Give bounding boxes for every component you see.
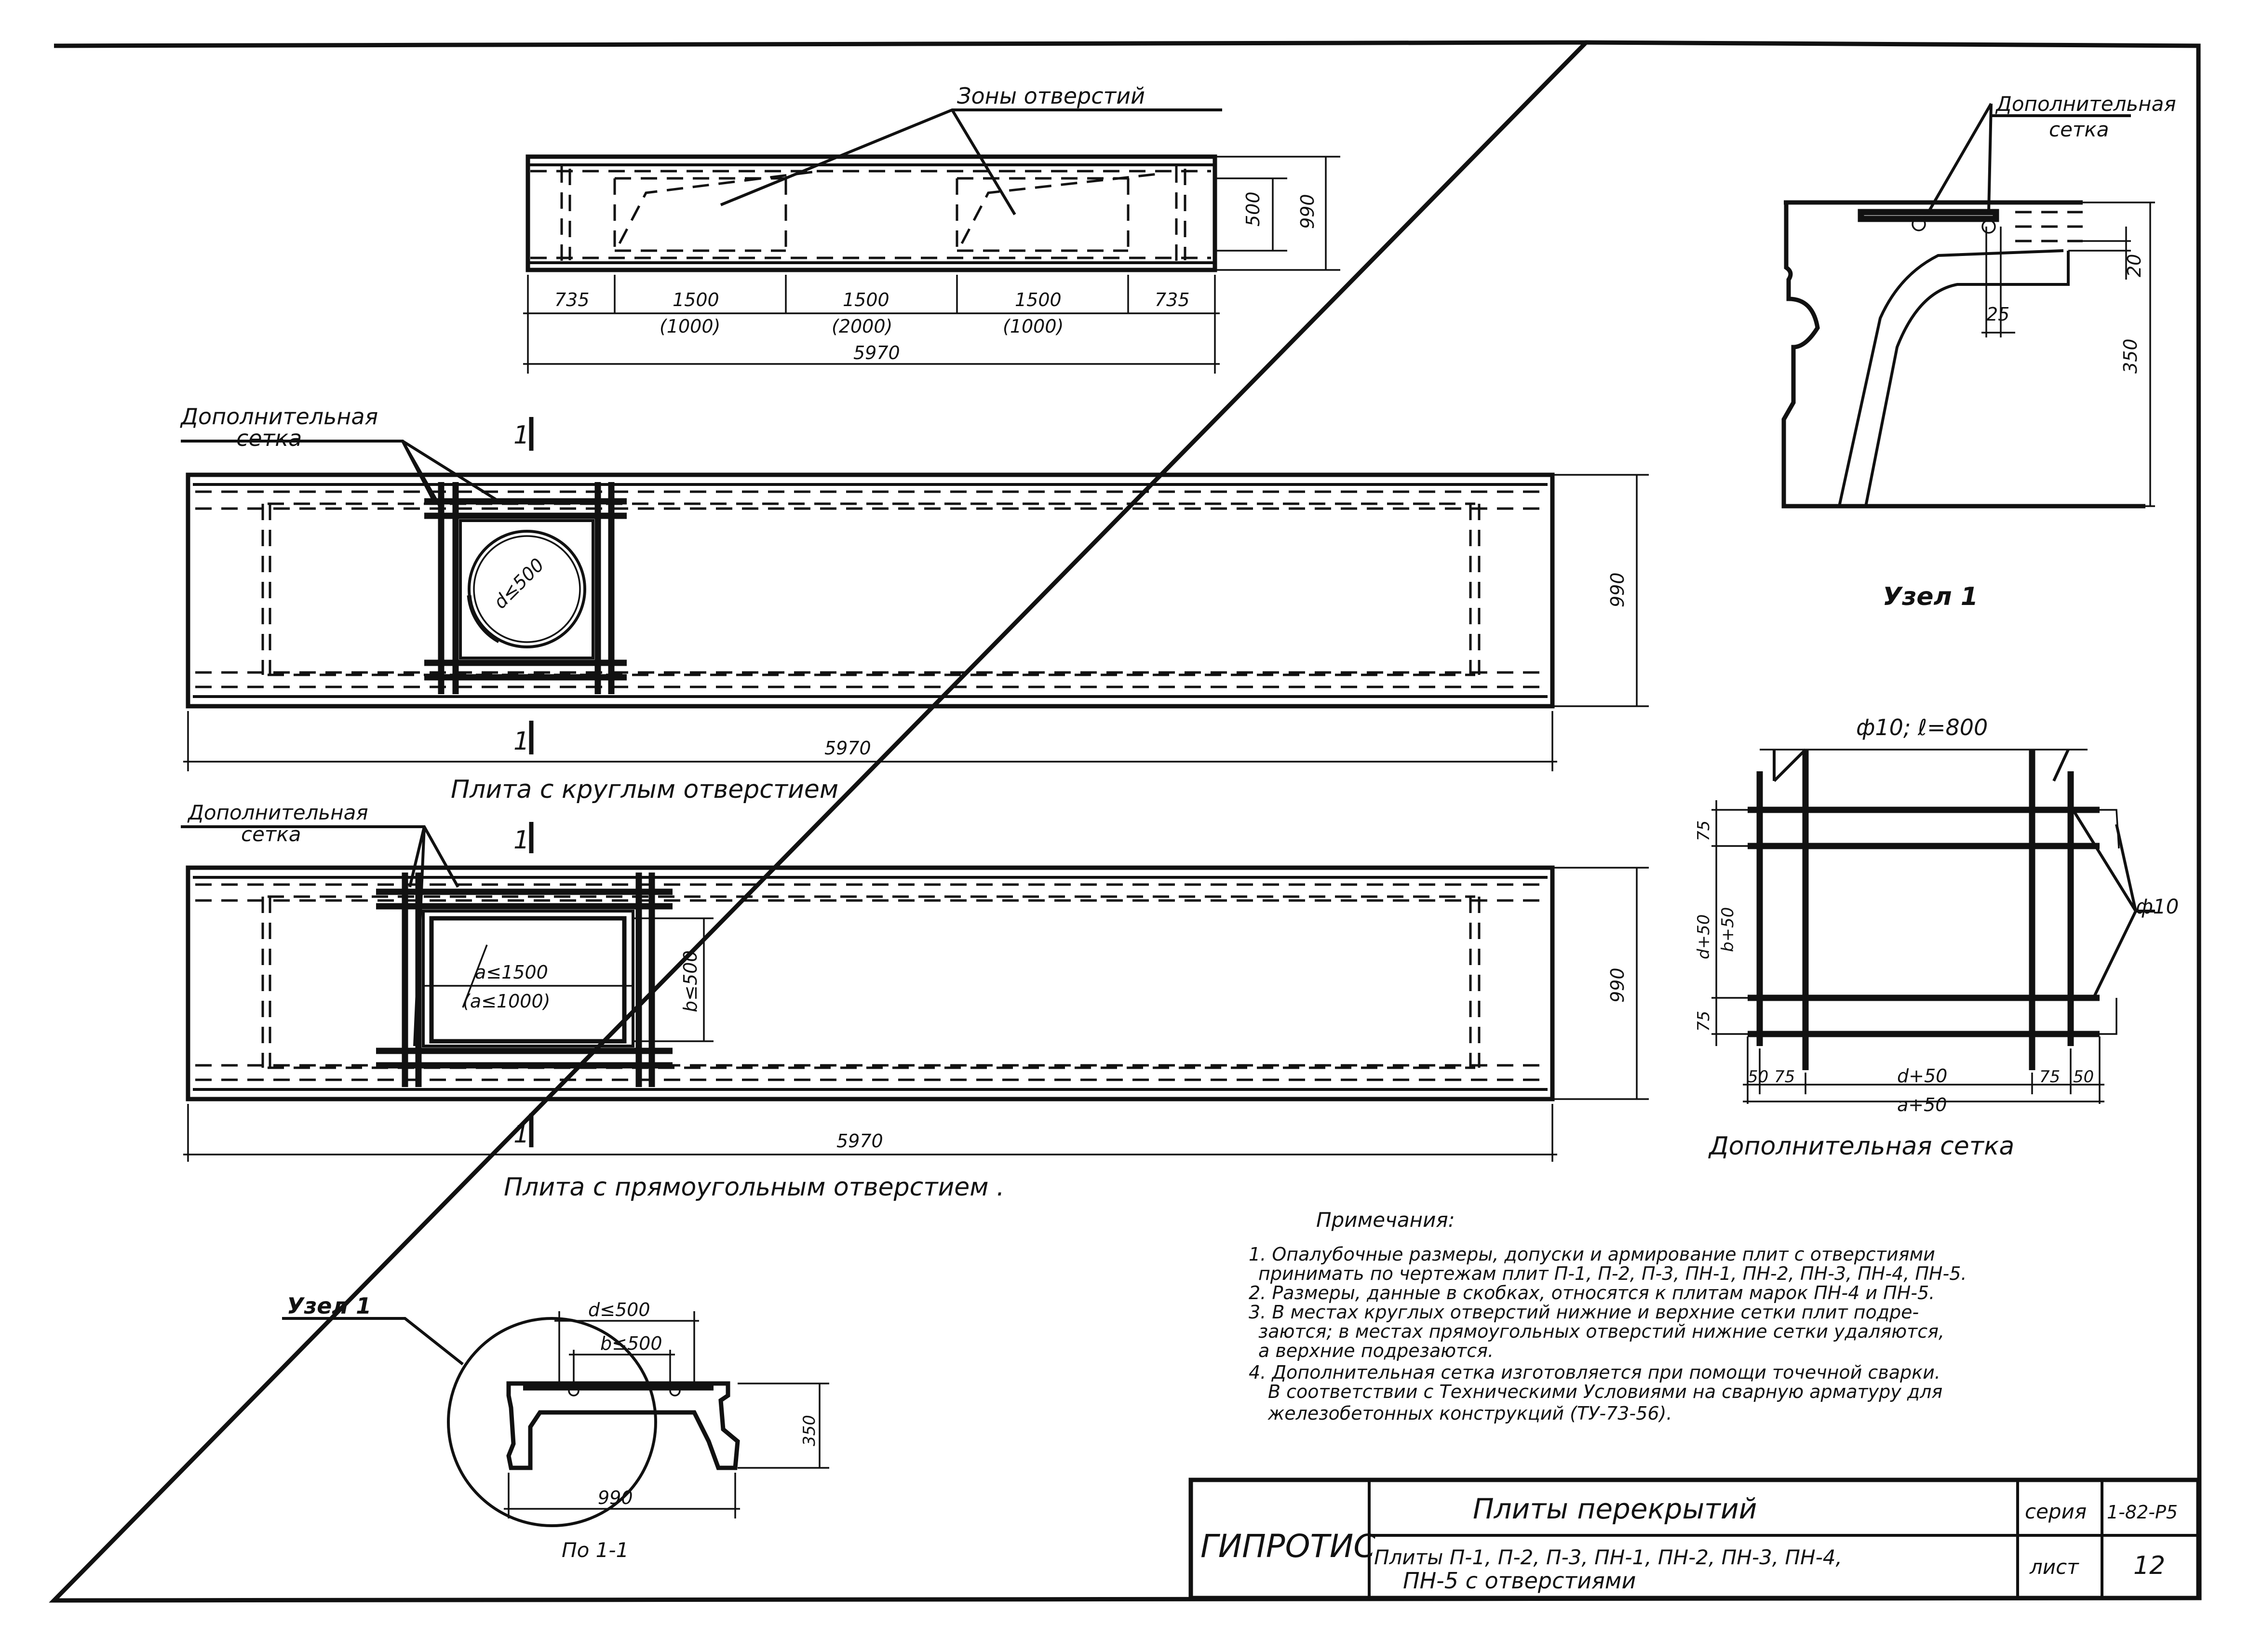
section-dim-990: 990 [598,1487,633,1508]
note-line-9: железобетонных конструкций (ТУ-73-56). [1267,1403,1672,1424]
mesh-dim-d50: d+50 [1694,914,1713,959]
top-dim-5970: 5970 [853,342,900,363]
mesh-dim-d50-bottom: d+50 [1897,1065,1947,1087]
title-sub-2: ПН-5 с отверстиями [1403,1568,1636,1594]
rect-a-alt-label: (a≤1000) [463,991,550,1012]
title-main: Плиты перекрытий [1473,1492,1757,1525]
note-line-2: принимать по чертежам плит П-1, П-2, П-3… [1258,1263,1967,1284]
note-line-3: 2. Размеры, данные в скобках, относятся … [1249,1282,1935,1303]
title-sub-1: Плиты П-1, П-2, П-3, ПН-1, ПН-2, ПН-3, П… [1374,1545,1842,1569]
section-title: По 1-1 [562,1538,629,1562]
rect-b-label: b≤500 [680,951,701,1013]
zones-label: Зоны отверстий [957,83,1145,109]
note-line-1: 1. Опалубочные размеры, допуски и армиро… [1249,1244,1935,1265]
notes-block: Примечания: 1. Опалубочные размеры, допу… [1249,1208,1967,1424]
title-block: ГИПРОТИС Плиты перекрытий Плиты П-1, П-2… [1188,1477,2201,1600]
top-dim-2000: (2000) [832,316,892,337]
mesh-dim-75-bottom: 75 [1694,1011,1713,1032]
mesh-dim-total: a+50 [1897,1094,1947,1115]
rect-a-label: a≤1500 [475,962,548,983]
plate-rect-hole: a≤1500 (a≤1000) b≤500 1 1 Дополнительная… [181,801,1649,1202]
round-plate-title: Плита с круглым отверстием [451,775,838,804]
top-dim-500: 500 [1242,191,1264,227]
series-value: 1-82-Р5 [2107,1502,2178,1523]
round-hole-label: d≤500 [489,554,548,613]
plate-round-outline [186,472,1555,709]
node-dim-25: 25 [1986,304,2009,325]
node-extra-mesh-2: сетка [2049,118,2109,141]
mesh-dim-50-left: 50 [1748,1067,1768,1087]
mesh-dim-75-top: 75 [1694,820,1713,841]
node-1-title: Узел 1 [1883,582,1978,611]
rect-plate-title: Плита с прямоугольным отверстием . [504,1173,1005,1202]
section-b-label: b≤500 [600,1333,662,1354]
extra-mesh-detail: ф10; ℓ=800 ф10 75 d+50 b+50 75 50 75 d+5… [1694,714,2179,1161]
note-line-8: В соответствии с Техническими Условиями … [1268,1381,1942,1402]
rect-section-mark-bottom: 1 [513,1120,529,1149]
note-line-4: 3. В местах круглых отверстий нижние и в… [1249,1302,1919,1323]
plate-round-hole: d≤500 1 1 Дополнительная сетка 990 5970 … [180,403,1649,804]
sheet-label: лист [2029,1555,2079,1579]
top-dim-1000-b: (1000) [1003,316,1064,337]
top-dim-1500-b: 1500 [843,289,889,310]
section-dim-350: 350 [800,1415,819,1446]
rect-section-mark-top: 1 [513,826,529,855]
round-dim-5970: 5970 [824,738,871,759]
round-section-mark-top: 1 [513,421,529,450]
node-dim-20: 20 [2124,254,2145,277]
top-dim-1000-a: (1000) [660,316,720,337]
sheet-value: 12 [2133,1551,2165,1580]
mesh-dim-75-left: 75 [1774,1067,1795,1087]
rect-dim-990: 990 [1607,967,1628,1003]
round-extra-mesh-label-2: сетка [236,425,302,451]
note-line-6: а верхние подрезаются. [1258,1340,1494,1361]
top-dim-735-right: 735 [1155,289,1190,310]
node-dim-350: 350 [2120,338,2141,374]
note-line-5: заются; в местах прямоугольных отверстий… [1258,1321,1944,1342]
rect-extra-mesh-label-1: Дополнительная [187,801,368,824]
section-node-label: Узел 1 [287,1293,371,1319]
round-hole [468,530,586,648]
mesh-title: Дополнительная сетка [1708,1132,2014,1161]
node-1-detail: Дополнительная сетка 20 25 350 Узел 1 [1781,92,2176,611]
node-extra-mesh-1: Дополнительная [1995,92,2176,116]
round-section-mark-bottom: 1 [513,727,529,756]
org-name: ГИПРОТИС [1200,1528,1375,1565]
round-extra-mesh-label-1: Дополнительная [180,403,378,430]
section-d-label: d≤500 [588,1299,650,1320]
mesh-dim-75-right: 75 [2039,1067,2060,1087]
mesh-dim-b50: b+50 [1718,907,1738,952]
section-1-1: Узел 1 d≤500 b≤500 350 990 По 1-1 [282,1293,829,1562]
node-1-outline [1781,200,2145,509]
mesh-dim-50-right: 50 [2073,1067,2094,1087]
rect-hole [429,916,627,1044]
rect-extra-mesh-label-2: сетка [241,822,301,846]
round-dim-990: 990 [1607,572,1628,607]
top-dim-1500-a: 1500 [673,289,719,310]
top-dim-1500-c: 1500 [1015,289,1062,310]
top-dim-735-left: 735 [554,289,590,310]
series-label: серия [2025,1500,2087,1523]
top-dim-990: 990 [1297,194,1318,229]
top-plan-view: Зоны отверстий 500 990 735 1500 1500 150… [523,83,1340,374]
mesh-phi-label: ф10 [2136,895,2179,918]
rect-dim-5970: 5970 [836,1130,883,1152]
section-profile [506,1381,740,1470]
top-plan-outline [525,154,1217,272]
plate-rect-outline [186,865,1555,1101]
note-line-7: 4. Дополнительная сетка изготовляется пр… [1249,1362,1940,1383]
notes-heading: Примечания: [1316,1208,1455,1232]
mesh-top-label: ф10; ℓ=800 [1856,714,1988,740]
